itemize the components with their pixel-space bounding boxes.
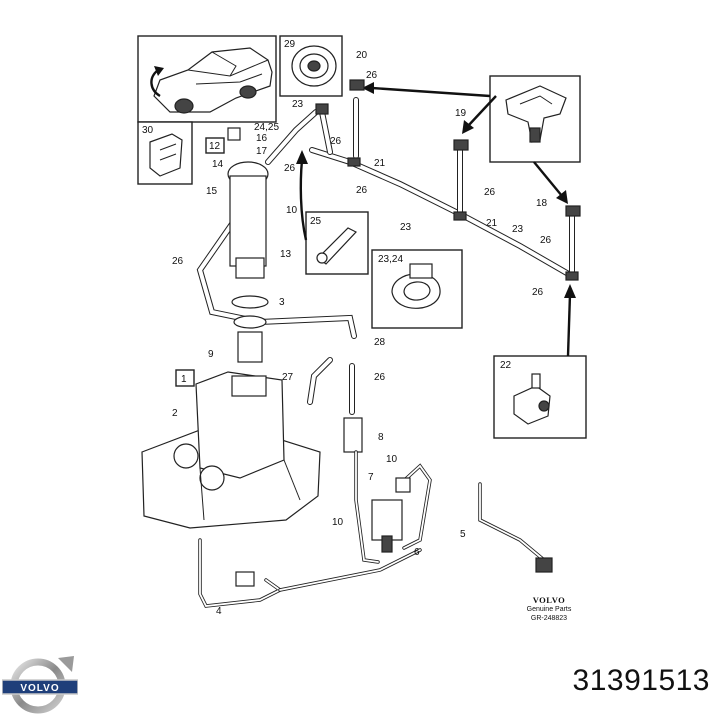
callout-label: 19 [455,108,467,119]
tie-strap-25-box [305,211,369,275]
callout-label: 6 [414,547,420,558]
callout-label: 26 [484,187,496,198]
callout-label: 27 [282,372,294,383]
callout-label: 23,24 [378,254,403,265]
callout-label: 2 [172,408,178,419]
callout-label: 10 [286,205,298,216]
callout-label: 4 [216,606,222,617]
callout-label: 15 [206,186,218,197]
callout-label: 16 [256,133,268,144]
pump-and-wiring [198,417,553,608]
callout-label: 20 [356,50,368,61]
callout-label: 26 [330,136,342,147]
washer-hoses [196,79,581,415]
callout-label: 26 [366,70,378,81]
callout-label: 17 [256,146,268,157]
callout-label: 23 [292,99,304,110]
logo-text: VOLVO [20,683,59,694]
clip-box-top-right [489,75,581,163]
callout-label: 5 [460,529,466,540]
callout-label: 22 [500,360,512,371]
volvo-logo: VOLVO [2,656,78,714]
callout-label: 8 [378,432,384,443]
bracket-30-box [137,121,193,185]
callout-label: 21 [374,158,386,169]
callout-label: 18 [536,198,548,209]
callout-label: 7 [368,472,374,483]
filler-neck-assembly [227,127,269,363]
callout-label: 13 [280,249,292,260]
callout-label: 12 [209,141,221,152]
callout-label: 26 [532,287,544,298]
car-inset-box [137,35,277,123]
washer-reservoir [141,371,321,529]
grommet-29-box [279,35,343,97]
callout-label: 26 [356,185,368,196]
callout-label: 24,25 [254,122,279,133]
callout-label: 26 [172,256,184,267]
part-number: 31391513 [572,664,710,697]
callout-label: 26 [284,163,296,174]
callout-label: 26 [374,372,386,383]
callout-label: 25 [310,216,322,227]
callout-label: 21 [486,218,498,229]
stamp-line1: Genuine Parts [526,606,572,613]
callout-label: 10 [386,454,398,465]
genuine-parts-stamp: VOLVO Genuine Parts GR-248823 [514,596,584,623]
callout-label: 30 [142,125,154,136]
stamp-line2: GR-248823 [530,615,568,622]
callout-label: 10 [332,517,344,528]
callout-label: 1 [181,374,187,385]
callout-label: 23 [512,224,524,235]
callout-label: 28 [374,337,386,348]
callout-label: 14 [212,159,224,170]
callout-label: 9 [208,349,214,360]
stamp-brand: VOLVO [532,595,566,605]
callout-label: 23 [400,222,412,233]
callout-label: 29 [284,39,296,50]
callout-label: 3 [279,297,285,308]
connector-22-box [493,355,587,439]
callout-labels: 1 2 3 4 5 6 7 8 9 10 10 10 12 13 14 15 1… [142,39,552,617]
callout-arrows [296,82,576,357]
clamp-23-24-box [371,249,463,329]
callout-label: 26 [540,235,552,246]
